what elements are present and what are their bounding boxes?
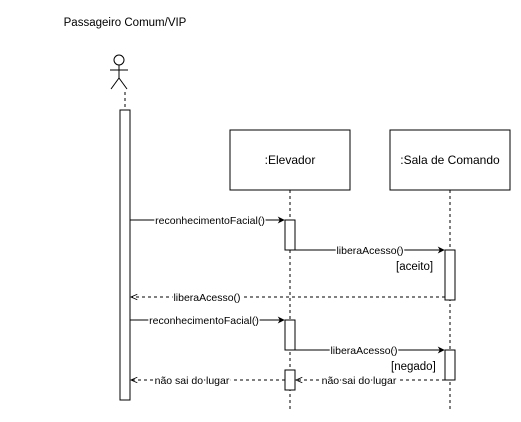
actor-label: Passageiro Comum/VIP: [64, 17, 187, 29]
elevador-activation-2: [284, 319, 296, 351]
message-6-label: não sai do lugar: [322, 375, 397, 387]
message-3-label: liberaAcesso(): [173, 292, 240, 304]
actor-stick-figure-icon: [110, 54, 128, 90]
actor-activation-bar: [119, 109, 131, 401]
elevador-activation-1: [284, 219, 296, 251]
message-1-label: reconhecimentoFacial(): [155, 215, 265, 227]
message-5-guard: [negado]: [391, 361, 436, 373]
sala-activation-2: [444, 349, 456, 381]
participant-elevador-box: [229, 129, 351, 191]
sala-activation-1: [444, 249, 456, 301]
message-4-label: reconhecimentoFacial(): [149, 315, 259, 327]
message-5-label: liberaAcesso(): [330, 345, 397, 357]
message-2-guard: [aceito]: [396, 261, 433, 273]
message-7-label: não sai do lugar: [155, 375, 230, 387]
participant-sala-box: [389, 129, 511, 191]
elevador-activation-3: [284, 369, 296, 391]
participant-sala-label: :Sala de Comando: [400, 153, 500, 167]
message-2-label: liberaAcesso(): [336, 245, 403, 257]
participant-elevador-label: :Elevador: [265, 153, 316, 167]
